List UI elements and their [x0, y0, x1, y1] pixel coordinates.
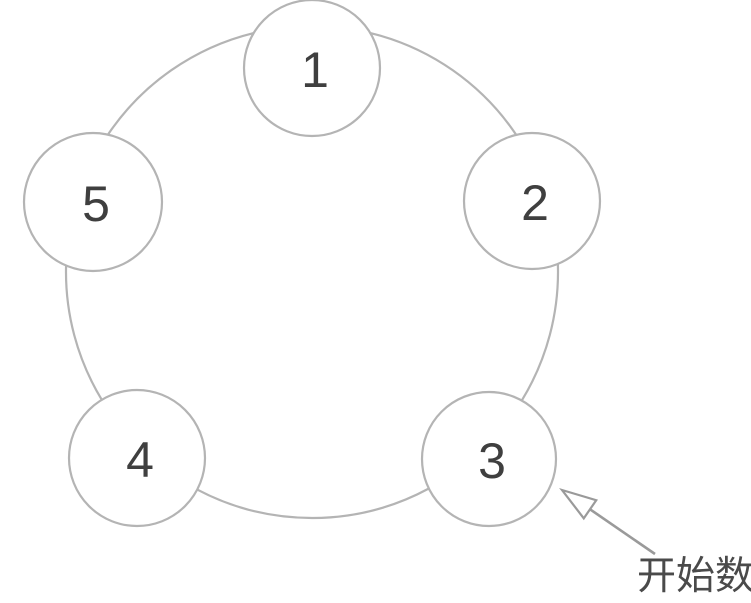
connector-arc-1-2 [369, 31, 518, 136]
node-5[interactable]: 5 [22, 131, 164, 273]
arrowhead-icon [559, 487, 599, 521]
ring-connector-arcs [64, 31, 560, 520]
node-label-4: 4 [126, 432, 154, 488]
node-circle-4[interactable] [67, 388, 207, 528]
node-4[interactable]: 4 [67, 388, 207, 528]
connector-arc-4-5 [64, 264, 103, 401]
node-label-5: 5 [82, 176, 110, 232]
connector-arc-2-3 [520, 262, 560, 402]
node-group: 1 2 3 4 5 [22, 0, 602, 528]
node-2[interactable]: 2 [462, 131, 602, 271]
connector-arc-3-4 [196, 487, 430, 520]
pointer-line [582, 503, 656, 556]
node-label-3: 3 [478, 433, 506, 489]
connector-arc-5-1 [106, 31, 255, 136]
start-pointer-arrow [559, 487, 656, 556]
node-1[interactable]: 1 [242, 0, 382, 138]
node-3[interactable]: 3 [420, 390, 558, 528]
node-circle-1[interactable] [242, 0, 382, 138]
start-annotation-label: 开始数 [637, 554, 751, 599]
node-label-1: 1 [301, 42, 329, 98]
node-label-2: 2 [521, 175, 549, 231]
node-circle-3[interactable] [420, 390, 558, 528]
node-circle-5[interactable] [22, 131, 164, 273]
node-circle-2[interactable] [462, 131, 602, 271]
